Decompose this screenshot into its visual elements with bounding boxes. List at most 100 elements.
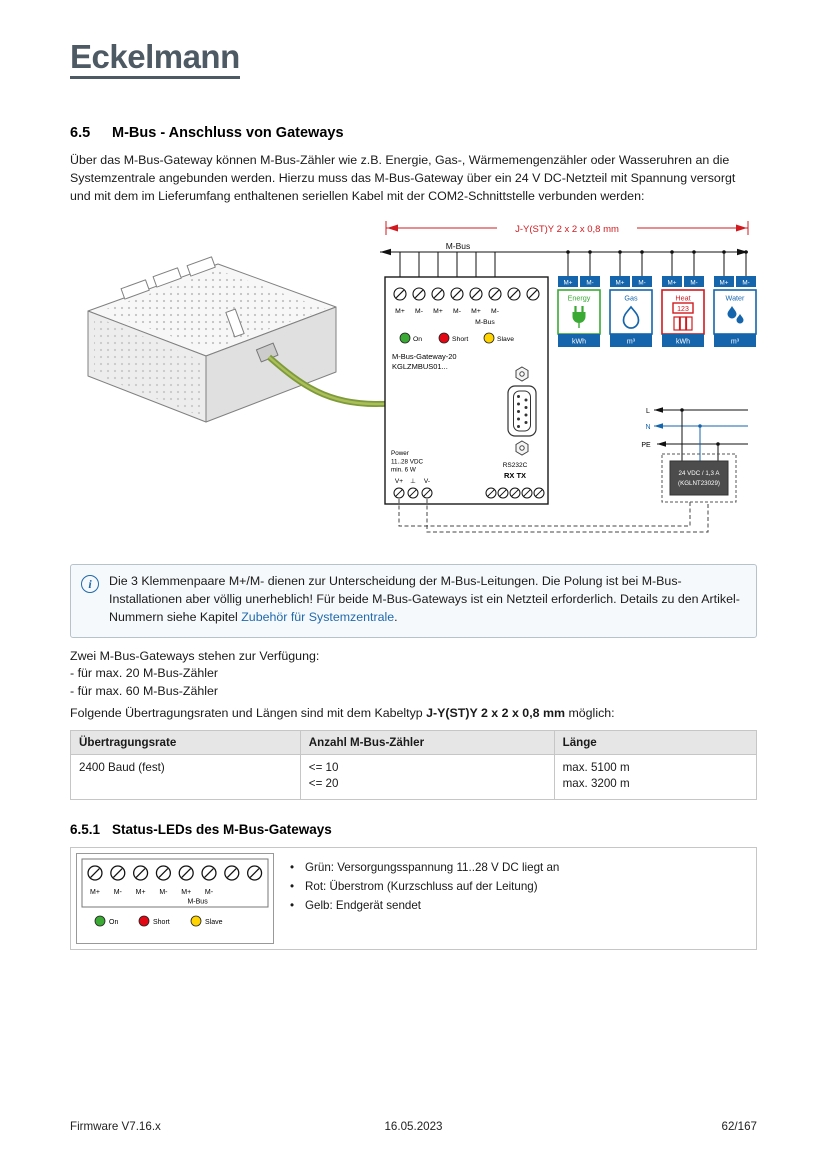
meter-unit: kWh [572, 338, 586, 345]
intro-paragraph: Über das M-Bus-Gateway können M-Bus-Zähl… [70, 153, 736, 203]
power-min: min. 6 W [391, 466, 416, 473]
bullet-icon: • [290, 861, 295, 875]
power-wiring-dashed [398, 498, 709, 533]
section-title: Status-LEDs des M-Bus-Gateways [112, 822, 332, 838]
meter-name: Gas [624, 293, 638, 302]
footer-page-number: 62/167 [721, 1120, 757, 1133]
cell-line: max. 5100 m [562, 760, 630, 774]
vplus-label: V+ [395, 478, 403, 485]
cable-sentence: Folgende Übertragungsraten und Längen si… [70, 705, 757, 723]
terminal-label: M- [453, 308, 461, 315]
led-short-label: Short [153, 919, 170, 926]
meter-name: Heat [675, 293, 690, 302]
meter-terminal-label: M- [586, 279, 593, 286]
meter-unit: m³ [627, 338, 636, 345]
status-led-bullet: •Gelb: Endgerät sendet [290, 897, 559, 916]
terminal-strip-figure: M+ M- M+ M- M+ M- M-Bus On Short Slave [81, 858, 269, 927]
led-short-icon [438, 332, 450, 343]
logo-text: Eckelmann [70, 40, 240, 79]
meter-heat: M+ M- Heat 123 kWh [661, 275, 705, 347]
cell-line: max. 3200 m [562, 777, 630, 791]
cable-type-label: J-Y(ST)Y 2 x 2 x 0,8 mm [515, 224, 619, 235]
led-slave-icon [483, 332, 495, 343]
bullet-text: Gelb: Endgerät sendet [305, 898, 422, 912]
section-title: M-Bus - Anschluss von Gateways [112, 125, 344, 141]
status-led-bullet: •Rot: Überstrom (Kurzschluss auf der Lei… [290, 878, 559, 897]
led-on-label: On [109, 919, 118, 926]
meter-energy: M+ M- Energy kWh [557, 275, 601, 347]
power-voltage: 11..28 VDC [391, 458, 424, 465]
info-note: i Die 3 Klemmenpaare M+/M- dienen zur Un… [70, 563, 757, 638]
terminal-label: M- [159, 889, 168, 896]
flame-icon [622, 305, 640, 329]
section-number: 6.5.1 [70, 822, 101, 838]
cable-sentence-pre: Folgende Übertragungsraten und Längen si… [70, 706, 427, 721]
meter-terminal-label: M+ [616, 279, 625, 286]
wiring-diagram-svg: J-Y(ST)Y 2 x 2 x 0,8 mm M-Bus [87, 220, 757, 533]
mbus-wiring-diagram: J-Y(ST)Y 2 x 2 x 0,8 mm M-Bus [70, 214, 757, 552]
meter-unit: kWh [676, 338, 690, 345]
section-heading-6-5-1: 6.5.1 Status-LEDs des M-Bus-Gateways [70, 822, 757, 837]
zubehoer-link[interactable]: Zubehör für Systemzentrale [241, 609, 395, 624]
terminal-block [152, 266, 182, 288]
terminal-label: M- [114, 889, 123, 896]
footer-firmware: Firmware V7.16.x [70, 1120, 161, 1133]
page-footer: Firmware V7.16.x 16.05.2023 62/167 [70, 1120, 757, 1133]
meter-terminal-label: M+ [668, 279, 677, 286]
dip-switch-plate [225, 308, 245, 338]
info-icon: i [81, 574, 99, 593]
gateway-name: M-Bus-Gateway-20 [392, 352, 457, 361]
table-row: 2400 Baud (fest) <= 10 <= 20 max. 5100 m… [70, 753, 758, 801]
note-text: Die 3 Klemmenpaare M+/M- dienen zur Unte… [109, 573, 744, 627]
gateway-part-number: KGLZMBUS01... [392, 362, 448, 371]
bullet-text: Rot: Überstrom (Kurzschluss auf der Leit… [305, 879, 538, 893]
meter-terminal-label: M- [690, 279, 697, 286]
line-pe-label: PE [641, 442, 651, 449]
terminal-label: M+ [395, 308, 405, 315]
bullet-text: Grün: Versorgungsspannung 11..28 V DC li… [305, 861, 560, 875]
meter-water: M+ M- Water m³ [713, 275, 757, 347]
vminus-label: V- [424, 478, 430, 485]
footer-date: 16.05.2023 [384, 1120, 443, 1133]
meter-unit: m³ [731, 338, 740, 345]
led-short-label: Short [452, 336, 468, 343]
terminal-block [120, 278, 150, 300]
cell-anzahl: <= 10 <= 20 [299, 753, 555, 801]
led-slave-label: Slave [497, 336, 514, 343]
terminal-strip-figure-frame: M+ M- M+ M- M+ M- M-Bus On Short Slave [76, 853, 274, 945]
heat-meter-icon: 123 [672, 301, 694, 331]
psu-box: 24 VDC / 1,3 A (KGLNT23029) [661, 453, 737, 503]
terminal-label: M- [491, 308, 499, 315]
transfer-rate-table: Übertragungsrate Anzahl M-Bus-Zähler Län… [70, 729, 758, 801]
terminal-label: M+ [433, 308, 443, 315]
led-short-icon [138, 916, 150, 927]
water-drops-icon [727, 305, 744, 324]
terminal-label: M+ [136, 889, 146, 896]
meter-terminal-label: M- [638, 279, 645, 286]
line-n-label: N [645, 424, 650, 431]
note-text-part2: . [394, 609, 398, 624]
terminal-label: M- [415, 308, 423, 315]
meter-gas: M+ M- Gas m³ [609, 275, 653, 347]
ground-label: ⊥ [410, 478, 416, 485]
meter-terminal-label: M+ [720, 279, 729, 286]
terminal-label: M+ [181, 889, 191, 896]
terminal-block [186, 255, 216, 277]
note-text-part1: Die 3 Klemmenpaare M+/M- dienen zur Unte… [109, 573, 740, 624]
status-led-bullets: • Grün: Versorgungsspannung 11..28 V DC l… [290, 853, 563, 944]
gateways-available-line: Zwei M-Bus-Gateways stehen zur Verfügung… [70, 648, 320, 663]
col-header-anzahl: Anzahl M-Bus-Zähler [299, 729, 555, 755]
meter-terminal-label: M- [742, 279, 749, 286]
meter-terminal-label: M+ [564, 279, 573, 286]
mbus-group-label: M-Bus [187, 899, 208, 906]
mbus-line-label: M-Bus [446, 241, 471, 251]
meter-name: Energy [568, 293, 591, 302]
col-header-uebertragungsrate: Übertragungsrate [70, 729, 301, 755]
led-on-icon [399, 332, 411, 343]
mbus-gateway-box: M+ M- M+ M- M+ M- M-Bus On Short Slave M… [384, 275, 549, 505]
meter-name: Water [726, 293, 746, 302]
terminal-label: M+ [90, 889, 100, 896]
cell-baudrate: 2400 Baud (fest) [70, 753, 301, 801]
db9-socket [507, 365, 537, 456]
